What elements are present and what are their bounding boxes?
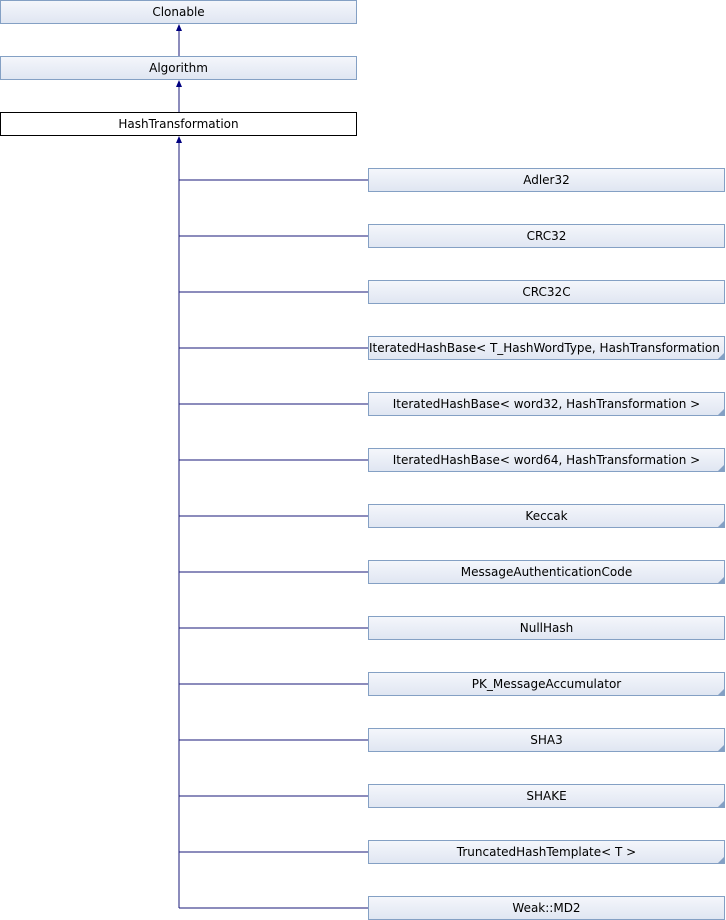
arrowhead-clonable — [176, 24, 182, 31]
arrowhead-hash-transformation — [176, 136, 182, 143]
has-subclasses-marker — [718, 409, 724, 415]
node-algorithm-label: Algorithm — [149, 61, 208, 75]
has-subclasses-marker — [718, 521, 724, 527]
derived-node[interactable]: SHAKE — [368, 784, 725, 808]
derived-node-label: CRC32 — [526, 229, 567, 243]
derived-node-label: Weak::MD2 — [512, 901, 581, 915]
derived-node-label: Keccak — [525, 509, 568, 523]
has-subclasses-marker — [718, 689, 724, 695]
derived-node-label: NullHash — [519, 621, 574, 635]
derived-node[interactable]: SHA3 — [368, 728, 725, 752]
derived-node[interactable]: IteratedHashBase< T_HashWordType, HashTr… — [368, 336, 725, 360]
derived-node-label: CRC32C — [522, 285, 571, 299]
has-subclasses-marker — [718, 353, 724, 359]
has-subclasses-marker — [718, 577, 724, 583]
has-subclasses-marker — [718, 465, 724, 471]
derived-node-label: IteratedHashBase< T_HashWordType, HashTr… — [369, 341, 725, 355]
arrowhead-algorithm — [176, 80, 182, 87]
derived-node-label: SHAKE — [526, 789, 567, 803]
derived-node[interactable]: IteratedHashBase< word32, HashTransforma… — [368, 392, 725, 416]
derived-node[interactable]: TruncatedHashTemplate< T > — [368, 840, 725, 864]
node-clonable-label: Clonable — [152, 5, 205, 19]
derived-node-label: PK_MessageAccumulator — [471, 677, 622, 691]
derived-node-label: IteratedHashBase< word64, HashTransforma… — [392, 453, 701, 467]
derived-node-label: IteratedHashBase< word32, HashTransforma… — [392, 397, 701, 411]
node-clonable[interactable]: Clonable — [0, 0, 357, 24]
derived-node[interactable]: NullHash — [368, 616, 725, 640]
derived-node-label: Adler32 — [523, 173, 570, 187]
derived-node[interactable]: Weak::MD2 — [368, 896, 725, 920]
node-hash-transformation-label: HashTransformation — [118, 117, 239, 131]
derived-node[interactable]: PK_MessageAccumulator — [368, 672, 725, 696]
derived-node[interactable]: IteratedHashBase< word64, HashTransforma… — [368, 448, 725, 472]
has-subclasses-marker — [718, 857, 724, 863]
derived-node-label: TruncatedHashTemplate< T > — [456, 845, 637, 859]
derived-node-label: SHA3 — [530, 733, 563, 747]
has-subclasses-marker — [718, 801, 724, 807]
derived-node-label: MessageAuthenticationCode — [460, 565, 633, 579]
derived-node[interactable]: Adler32 — [368, 168, 725, 192]
has-subclasses-marker — [718, 745, 724, 751]
node-algorithm[interactable]: Algorithm — [0, 56, 357, 80]
derived-node[interactable]: Keccak — [368, 504, 725, 528]
derived-node[interactable]: CRC32C — [368, 280, 725, 304]
node-hash-transformation: HashTransformation — [0, 112, 357, 136]
derived-node[interactable]: MessageAuthenticationCode — [368, 560, 725, 584]
derived-node[interactable]: CRC32 — [368, 224, 725, 248]
